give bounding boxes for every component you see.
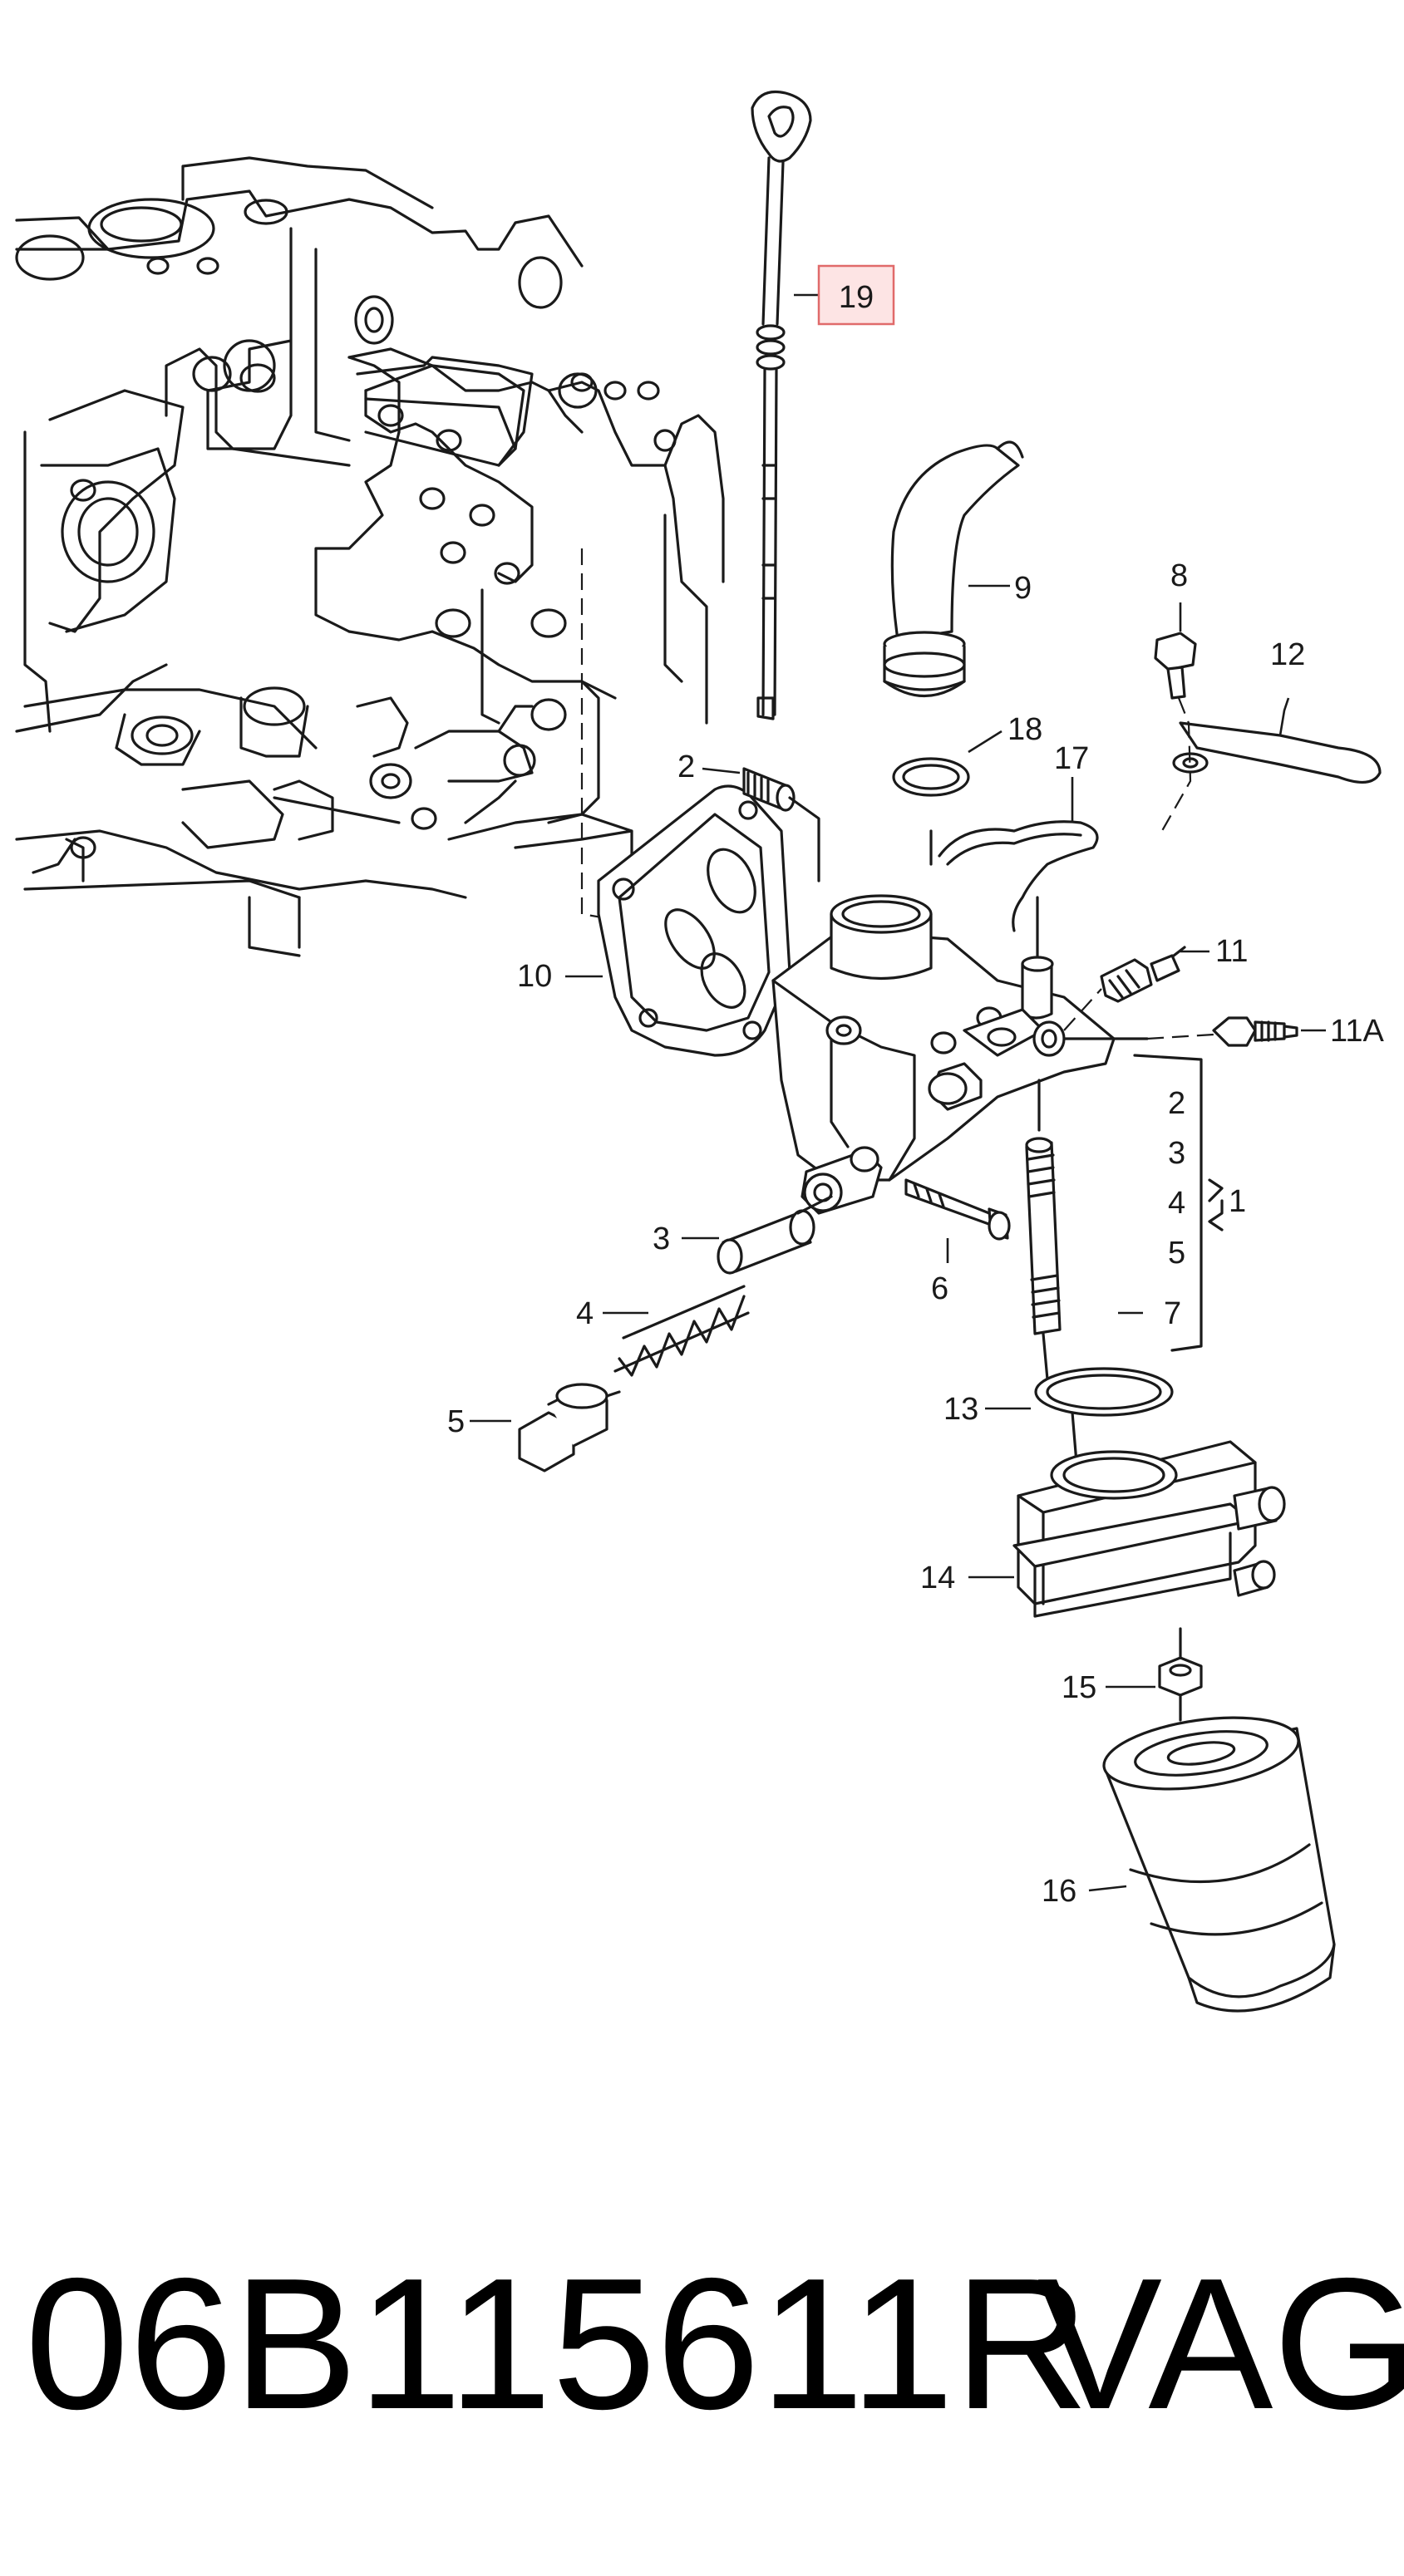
callout-13: 13 [943,1392,978,1427]
gasket-10 [597,784,791,1057]
callout-10: 10 [517,959,552,994]
callout-11: 11 [1215,934,1248,969]
engine-block [15,156,725,957]
bracket-12 [1172,721,1382,784]
callout-4-group: 4 [1168,1186,1185,1221]
caption: 06B115611R VAG [0,2235,1404,2451]
callout-5-group: 5 [1168,1236,1185,1271]
hose [883,440,1024,697]
callout-1: 1 [1229,1184,1246,1219]
spring-4 [613,1285,750,1377]
callout-3-group: 3 [1168,1136,1185,1171]
dipstick [751,90,812,720]
plug-2-top [742,767,796,812]
oil-filter-16 [1102,1716,1336,2013]
callout-4: 4 [576,1296,594,1331]
callout-12: 12 [1270,637,1305,672]
bracket-line-1 [1133,1054,1203,1352]
bolt-8-axis [1159,697,1192,836]
bolt-8 [1154,632,1197,700]
callout-2-group: 2 [1168,1086,1185,1121]
callout-15: 15 [1062,1670,1096,1705]
oil-filter-housing [771,894,1149,1215]
callout-5: 5 [447,1404,465,1439]
callout-9: 9 [1014,571,1032,606]
callout-2-top: 2 [677,750,695,784]
oil-cooler-14 [1012,1440,1286,1618]
group-brace [1208,1178,1224,1231]
part-number: 06B115611R [25,2239,1090,2448]
bolt-6 [904,1178,1011,1241]
callout-7: 7 [1164,1296,1181,1331]
plug-5 [518,1383,608,1472]
callout-labels: 19 9 8 12 18 17 2 10 11 11A 2 3 4 5 1 7 … [447,264,1384,1909]
stud-7 [1025,1137,1062,1381]
highlight-box-19 [817,264,895,326]
callout-19: 19 [839,280,874,315]
callout-11a: 11A [1330,1014,1384,1049]
sensor-11a [1212,1016,1298,1047]
valve-sleeve-3 [717,1209,815,1275]
nut-15 [1158,1656,1203,1697]
callout-6: 6 [931,1271,948,1306]
brand-name: VAG [1037,2239,1404,2448]
sensor-11 [1100,946,1186,1003]
callout-16: 16 [1042,1874,1076,1909]
callout-3: 3 [653,1222,670,1256]
callout-8: 8 [1170,558,1188,593]
seal-13 [1034,1367,1174,1417]
callout-18: 18 [1007,712,1042,747]
callout-14: 14 [920,1561,955,1595]
callout-17: 17 [1054,741,1089,776]
seal-17 [938,820,1099,932]
